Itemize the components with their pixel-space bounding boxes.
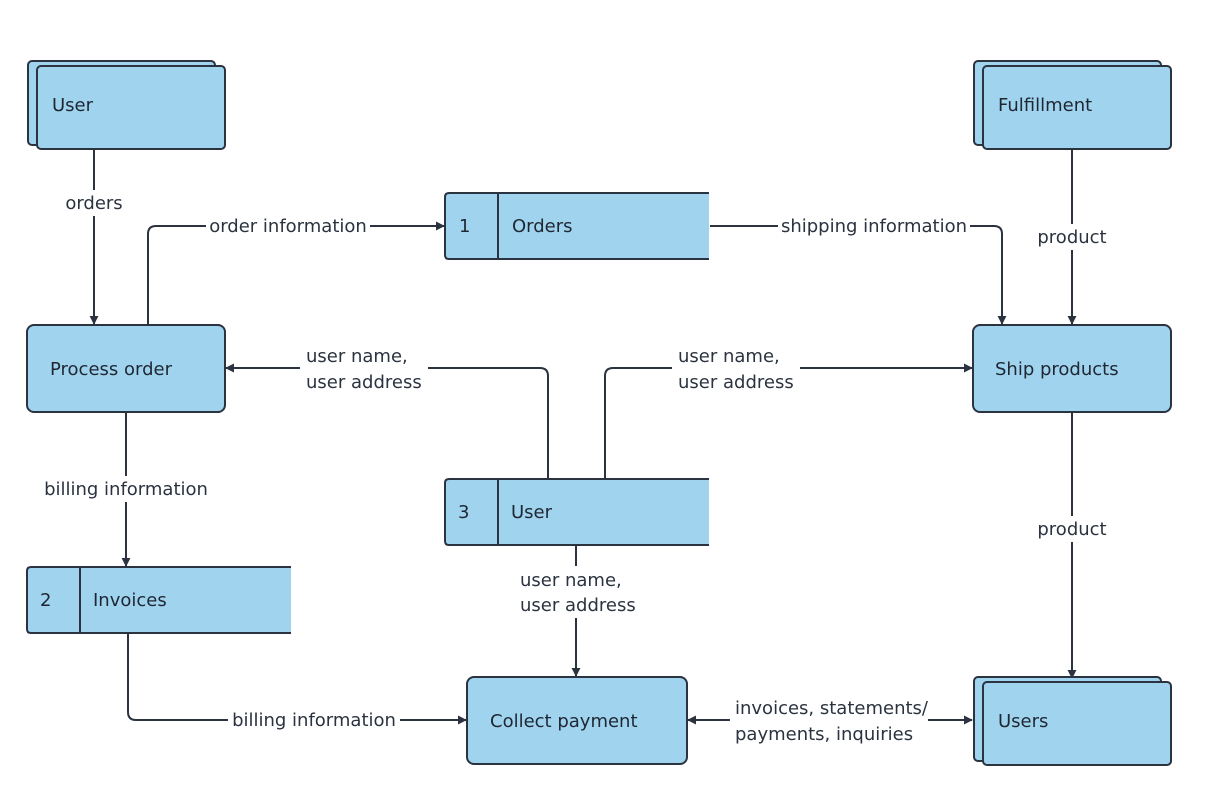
- label-invoices-payments-2: payments, inquiries: [735, 724, 913, 745]
- process-collect-payment-label: Collect payment: [490, 711, 638, 732]
- store-user[interactable]: 3 User: [444, 478, 709, 546]
- entity-user-label: User: [52, 95, 94, 116]
- store-invoices-id: 2: [40, 590, 51, 611]
- edge-orders-to-ship-products: [710, 225, 1007, 325]
- label-orders: orders: [65, 193, 122, 214]
- process-ship-products-label: Ship products: [995, 359, 1119, 380]
- label-order-information: order information: [209, 216, 367, 237]
- label-user-info-down-1: user name,: [520, 570, 622, 591]
- label-user-info-left-2: user address: [306, 372, 422, 393]
- label-shipping-information: shipping information: [781, 216, 967, 237]
- process-collect-payment[interactable]: Collect payment: [466, 676, 688, 765]
- label-user-info-right-1: user name,: [678, 346, 780, 367]
- store-orders[interactable]: 1 Orders: [444, 192, 709, 260]
- label-invoices-payments-1: invoices, statements/: [735, 698, 929, 719]
- store-user-id: 3: [458, 502, 469, 523]
- process-process-order[interactable]: Process order: [26, 324, 226, 413]
- label-user-info-down-2: user address: [520, 595, 636, 616]
- edge-process-order-to-orders: [147, 221, 445, 324]
- entity-users[interactable]: Users: [973, 676, 1172, 766]
- entity-fulfillment-label: Fulfillment: [998, 95, 1092, 116]
- store-invoices-label: Invoices: [93, 590, 167, 611]
- entity-fulfillment[interactable]: Fulfillment: [973, 60, 1172, 150]
- label-product-top: product: [1037, 227, 1106, 248]
- process-ship-products[interactable]: Ship products: [972, 324, 1172, 413]
- edge-labels: orders order information shipping inform…: [36, 190, 1112, 748]
- store-user-label: User: [511, 502, 553, 523]
- label-billing-information-right: billing information: [232, 710, 396, 731]
- label-user-info-right-2: user address: [678, 372, 794, 393]
- label-user-info-left-1: user name,: [306, 346, 408, 367]
- entity-users-label: Users: [998, 711, 1048, 732]
- edge-user-store-to-ship-products: [604, 363, 973, 478]
- store-orders-id: 1: [459, 216, 470, 237]
- process-process-order-label: Process order: [50, 359, 173, 380]
- edge-invoices-to-collect-payment: [127, 633, 467, 725]
- label-billing-information-down: billing information: [44, 479, 208, 500]
- store-orders-label: Orders: [512, 216, 573, 237]
- store-invoices[interactable]: 2 Invoices: [26, 566, 291, 634]
- entity-user[interactable]: User: [27, 60, 226, 150]
- label-product-bottom: product: [1037, 519, 1106, 540]
- edge-user-store-to-process-order: [225, 363, 549, 478]
